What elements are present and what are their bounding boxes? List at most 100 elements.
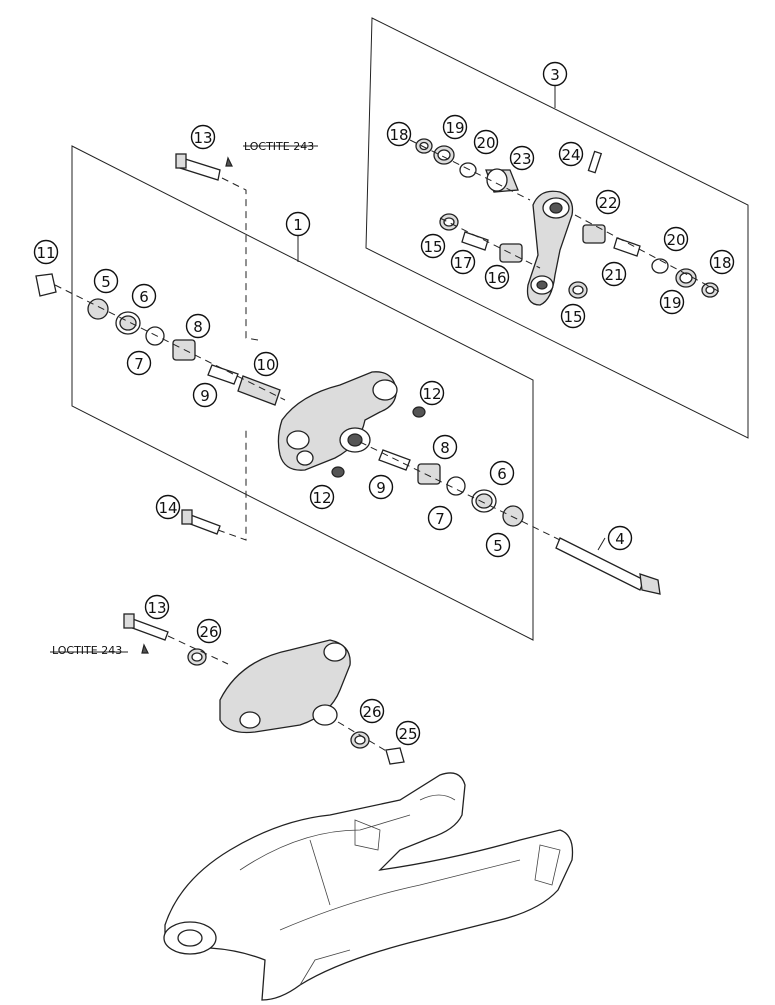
callout-number: 20 [666, 231, 685, 249]
callout-circle [126, 350, 152, 376]
callout-c16: 16 [484, 264, 510, 290]
callout-c1: 1 [285, 211, 311, 237]
nut-11 [35, 273, 57, 297]
callout-c9a: 9 [192, 382, 218, 408]
callout-number: 23 [512, 150, 531, 168]
callout-number: 11 [36, 244, 55, 262]
washer-20-right [651, 258, 669, 274]
callout-number: 4 [615, 530, 625, 548]
swingarm-contour-2 [279, 859, 521, 931]
swingarm [164, 772, 574, 1001]
callout-circle [192, 382, 218, 408]
callout-number: 26 [199, 623, 218, 641]
callout-circle [485, 532, 511, 558]
callout-c15a: 15 [420, 233, 446, 259]
callout-circle [450, 249, 476, 275]
callout-number: 10 [256, 356, 275, 374]
axis-line-top [409, 139, 531, 201]
callout-circle [473, 129, 499, 155]
callout-circle [484, 264, 510, 290]
lever-eye-top [372, 379, 398, 401]
callout-circle [442, 114, 468, 140]
callout-c14: 14 [155, 494, 181, 520]
callout-circle [285, 211, 311, 237]
bolt-13-top-head [175, 153, 187, 169]
callout-circle [190, 124, 216, 150]
callout-circle [432, 434, 458, 460]
callout-circle [427, 505, 453, 531]
callout-circle [155, 494, 181, 520]
grease-nipple-12-bottom [331, 466, 345, 478]
callout-number: 13 [147, 599, 166, 617]
callout-number: 19 [445, 119, 464, 137]
ring-26-left-hole [191, 652, 203, 662]
washer-7-right [446, 476, 466, 496]
callout-number: 6 [497, 465, 507, 483]
installed-eye-right [312, 704, 338, 726]
callout-number: 15 [423, 238, 442, 256]
callout-circle [509, 145, 535, 171]
bush-8-right [417, 463, 441, 485]
callout-number: 9 [376, 479, 386, 497]
callout-number: 5 [101, 273, 111, 291]
sleeve-9-left [207, 364, 239, 385]
callout-c20b: 20 [663, 226, 689, 252]
callout-c22: 22 [595, 189, 621, 215]
callout-c26b: 26 [359, 698, 385, 724]
grease-nipple-12-top [412, 406, 426, 418]
callout-number: 17 [453, 254, 472, 272]
callout-circle [542, 61, 568, 87]
callout-c24: 24 [558, 141, 584, 167]
callout-c13b: 13 [144, 594, 170, 620]
callout-c17: 17 [450, 249, 476, 275]
callout-number: 16 [487, 269, 506, 287]
loctite-note-top: LOCTITE 243 [244, 140, 314, 153]
callout-number: 22 [598, 194, 617, 212]
sleeve-17 [461, 231, 489, 251]
callout-c18b: 18 [709, 249, 735, 275]
callout-number: 8 [440, 439, 450, 457]
bolt-24 [587, 150, 603, 174]
callout-number: 18 [712, 254, 731, 272]
callout-circle [253, 351, 279, 377]
swingarm-pivot-hole [177, 929, 203, 947]
axis-line-right [359, 441, 561, 541]
leader-lines [50, 86, 606, 653]
swingarm-contour-3 [309, 839, 331, 906]
callout-circle [659, 289, 685, 315]
callout-c19b: 19 [659, 289, 685, 315]
linkage-rod-group [409, 138, 721, 306]
ring-6-left-inner [119, 315, 137, 331]
callout-number: 21 [604, 266, 623, 284]
loctite-drop-bottom [141, 643, 149, 654]
callout-c23: 23 [509, 145, 535, 171]
callout-c7a: 7 [126, 350, 152, 376]
swingarm-end-slot [534, 844, 561, 886]
callout-number: 20 [476, 134, 495, 152]
swingarm-badge [354, 819, 381, 851]
callout-number: 26 [362, 703, 381, 721]
callout-circle [185, 313, 211, 339]
axis-line-right [574, 214, 721, 293]
assembly-panel-1 [71, 145, 534, 641]
callout-circle [419, 380, 445, 406]
bush-16 [499, 243, 523, 263]
callout-c19a: 19 [442, 114, 468, 140]
axis-line-left [54, 284, 286, 401]
callout-c18a: 18 [386, 121, 412, 147]
callout-c4: 4 [607, 525, 633, 551]
callout-number: 19 [662, 294, 681, 312]
callout-bubbles: 1345566778899101112121313141515161718181… [33, 61, 735, 746]
loctite-note-bottom: LOCTITE 243 [52, 644, 122, 657]
swingarm-contour-5 [299, 949, 351, 986]
callout-circle [131, 283, 157, 309]
washer-20-left [459, 162, 477, 178]
rod-eye-top-hole [549, 202, 563, 214]
callout-number: 12 [312, 489, 331, 507]
sleeve-10 [237, 375, 281, 406]
callout-c21: 21 [601, 261, 627, 287]
callout-c11: 11 [33, 239, 59, 265]
callout-circle [386, 121, 412, 147]
callout-number: 13 [193, 129, 212, 147]
